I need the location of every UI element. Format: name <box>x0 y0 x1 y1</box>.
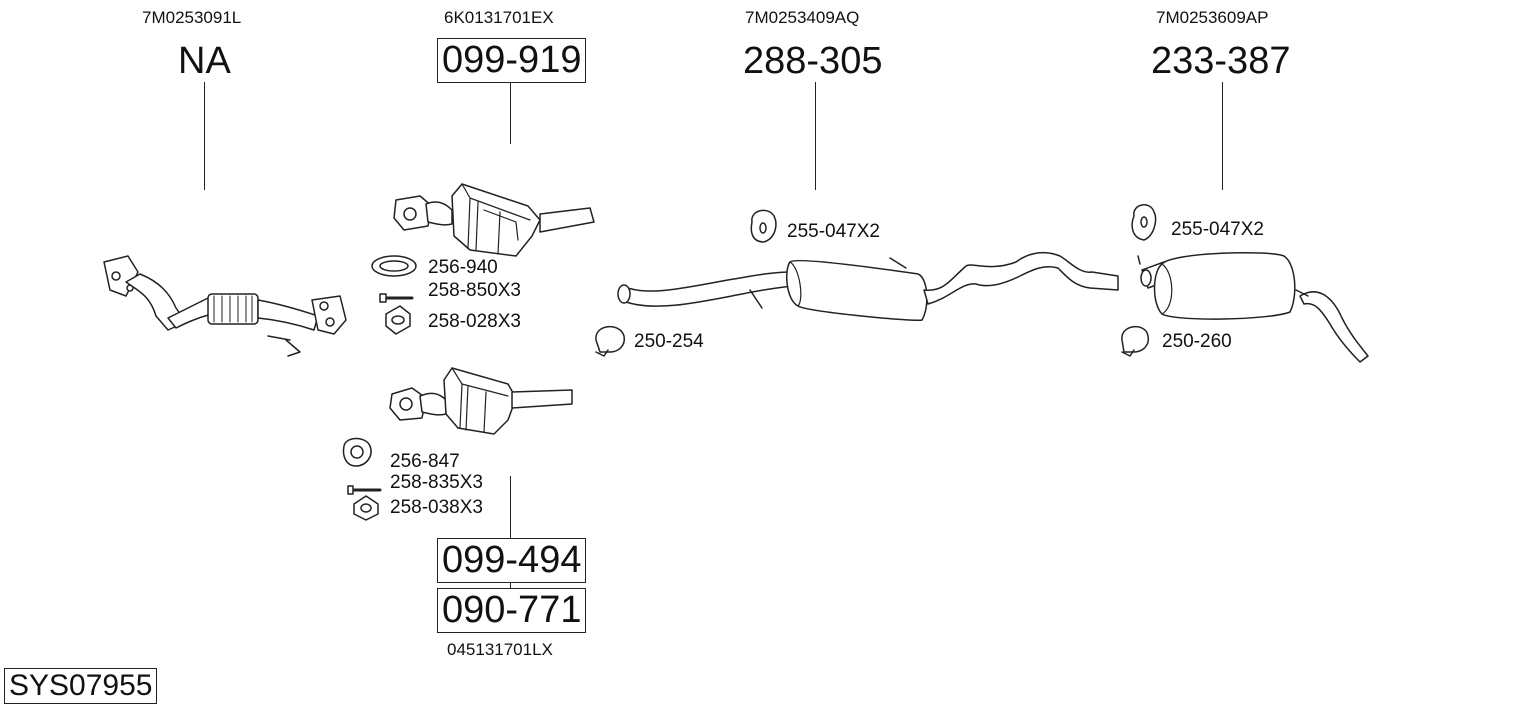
leader-line-catalyst-upper <box>510 82 511 144</box>
oem-number-rear-silencer: 7M0253609AP <box>1156 8 1269 27</box>
leader-line-catalyst-lower <box>510 476 511 538</box>
rear-silencer-drawing <box>1137 251 1369 363</box>
accessory-label-258-850x3: 258-850X3 <box>428 280 521 301</box>
front-pipe-drawing <box>103 255 347 357</box>
nut-258-038-icon <box>353 495 379 521</box>
leader-line-front-pipe <box>204 82 205 190</box>
hanger-255-047-rear-icon <box>1131 204 1157 241</box>
part-number-front-pipe: NA <box>178 40 231 82</box>
accessory-label-256-847: 256-847 <box>390 451 460 472</box>
clamp-250-260-icon <box>1121 326 1150 357</box>
oem-number-catalyst-upper: 6K0131701EX <box>444 8 554 27</box>
catalyst-lower-drawing <box>389 367 573 435</box>
part-number-catalyst-upper[interactable]: 099-919 <box>437 38 587 83</box>
accessory-label-255-047x2-middle: 255-047X2 <box>787 221 880 242</box>
middle-silencer-drawing <box>617 251 1119 322</box>
accessory-label-256-940: 256-940 <box>428 257 498 278</box>
hanger-255-047-middle-icon <box>750 209 777 243</box>
bolt-258-850-icon <box>379 293 414 303</box>
leader-line-rear-silencer <box>1222 82 1223 190</box>
bolt-258-835-icon <box>347 485 382 495</box>
part-number-catalyst-lower[interactable]: 099-494 <box>437 538 587 583</box>
part-number-middle-silencer: 288-305 <box>743 40 883 82</box>
leader-line-middle-silencer <box>815 82 816 190</box>
part-number-catalyst-lower-alt[interactable]: 090-771 <box>437 588 587 633</box>
catalyst-upper-drawing <box>393 183 595 257</box>
system-id-label: SYS07955 <box>4 668 158 704</box>
part-number-rear-silencer: 233-387 <box>1151 40 1291 82</box>
accessory-label-250-260: 250-260 <box>1162 331 1232 352</box>
gasket-256-847-icon <box>342 437 372 467</box>
accessory-label-255-047x2-rear: 255-047X2 <box>1171 219 1264 240</box>
oem-number-front-pipe: 7M0253091L <box>142 8 242 27</box>
nut-258-028-icon <box>385 305 411 335</box>
accessory-label-250-254: 250-254 <box>634 331 704 352</box>
accessory-label-258-038x3: 258-038X3 <box>390 497 483 518</box>
clamp-250-254-icon <box>595 326 626 357</box>
accessory-label-258-835x3: 258-835X3 <box>390 472 483 493</box>
connector-line-lower-parts <box>510 578 511 588</box>
oem-number-catalyst-lower: 045131701LX <box>447 640 553 659</box>
accessory-label-258-028x3: 258-028X3 <box>428 311 521 332</box>
oem-number-middle-silencer: 7M0253409AQ <box>745 8 860 27</box>
